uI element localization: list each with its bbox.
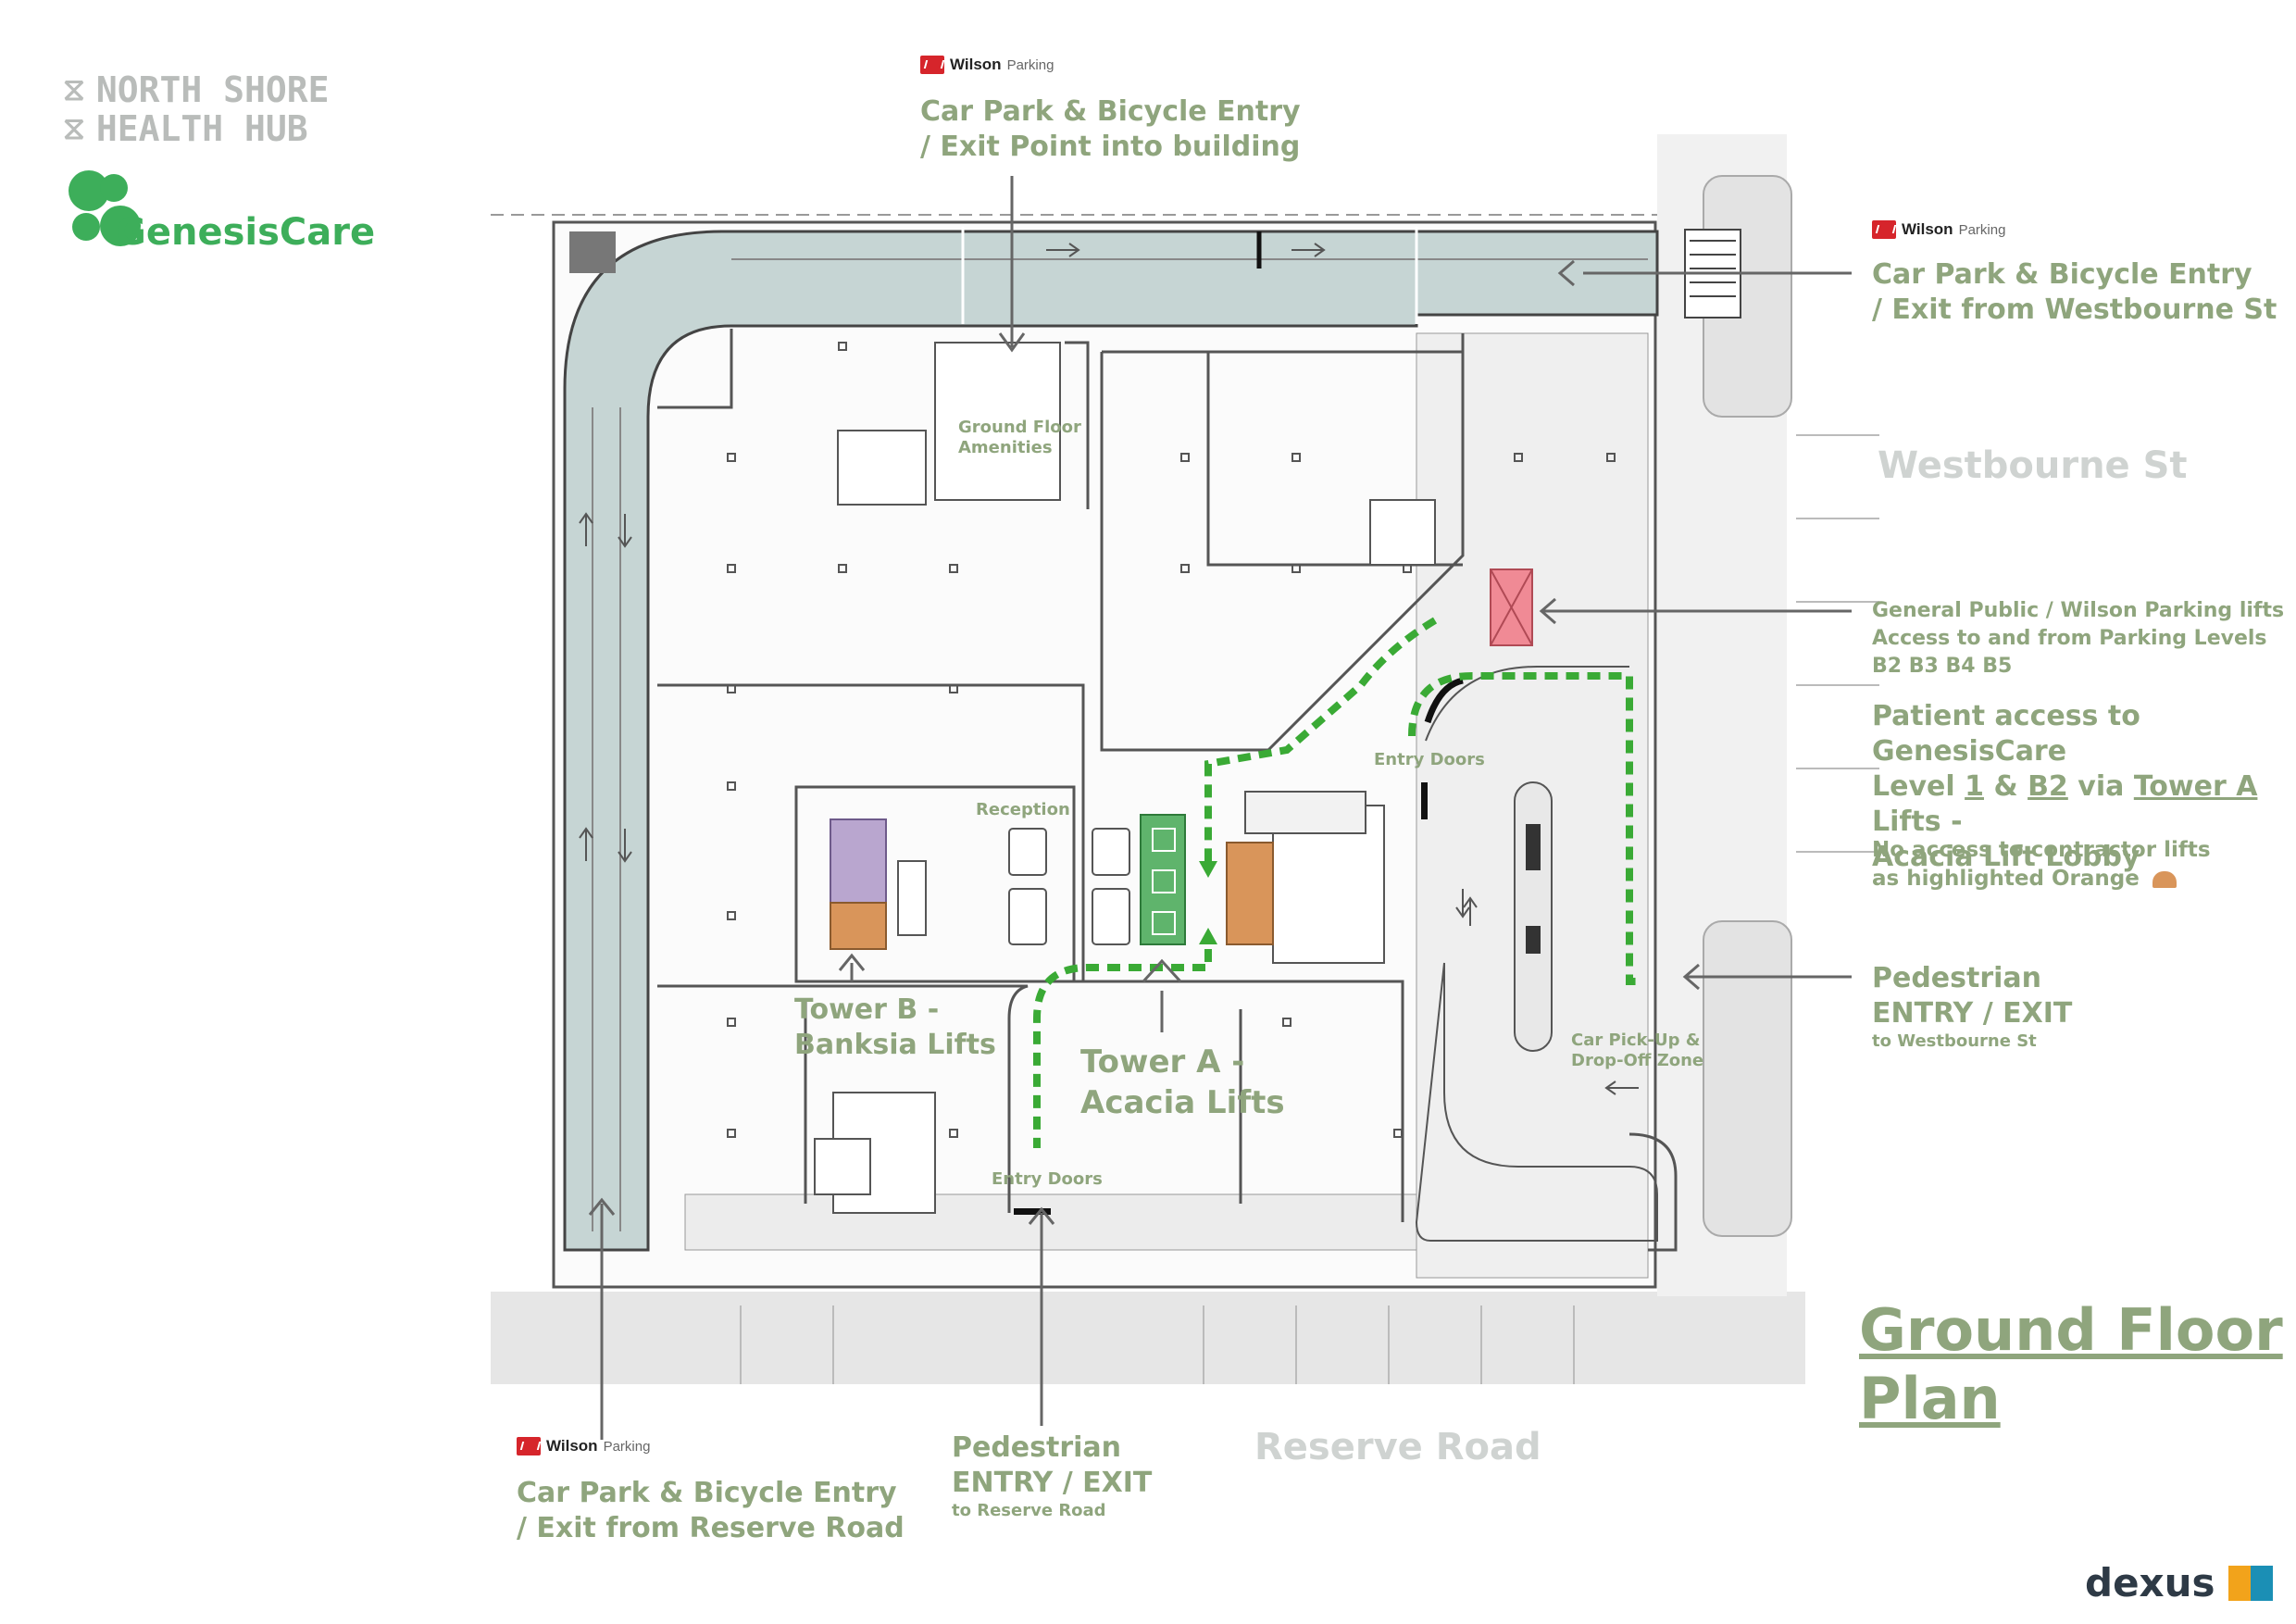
- tower-a-lifts: [1140, 814, 1186, 945]
- wilson-logo-icon: [1872, 220, 1896, 239]
- north-shore-health-hub-logo: ⧖⧖ NORTH SHORE HEALTH HUB: [63, 70, 330, 148]
- dexus-logo: dexus: [2085, 1560, 2273, 1605]
- pickup-zone-label: Car Pick-Up & Drop-Off Zone: [1571, 1031, 1704, 1070]
- reception-label: Reception: [976, 800, 1070, 819]
- tower-a-contractor-lifts: [1226, 842, 1274, 945]
- top-entry-callout: Car Park & Bicycle Entry / Exit Point in…: [920, 95, 1301, 163]
- tower-a-label: Tower A - Acacia Lifts: [1080, 1043, 1285, 1121]
- reserve-road-area: [491, 1292, 1805, 1384]
- contractor-lifts-callout: No access to contractor lifts as highlig…: [1872, 838, 2211, 891]
- entry-doors-east-label: Entry Doors: [1374, 750, 1485, 769]
- traffic-arrows: [579, 243, 1639, 1095]
- westbourne-st-label: Westbourne St: [1878, 444, 2188, 487]
- east-kerb-2: [1703, 920, 1792, 1237]
- contractor-hardhat-icon: [2152, 870, 2177, 888]
- page-title: Ground Floor Plan: [1859, 1296, 2283, 1432]
- wilson-parking-logo-top: Wilson Parking: [920, 56, 1054, 74]
- genesiscare-mark-icon: [69, 170, 141, 246]
- pedestrian-westbourne-callout: Pedestrian ENTRY / EXIT to Westbourne St: [1872, 962, 2073, 1051]
- wilson-logo-icon: [517, 1437, 541, 1455]
- reserve-entry-callout: Car Park & Bicycle Entry / Exit from Res…: [517, 1477, 905, 1544]
- dexus-mark-icon: [2227, 1565, 2273, 1601]
- parking-bays-east: [1796, 434, 1879, 853]
- dna-icon: ⧖⧖: [63, 71, 85, 147]
- entry-doors-south-label: Entry Doors: [992, 1169, 1103, 1189]
- parking-bays-south: [740, 1305, 1575, 1384]
- wilson-parking-logo-west: Wilson Parking: [1872, 220, 2005, 239]
- pedestrian-reserve-callout: Pedestrian ENTRY / EXIT to Reserve Road: [952, 1431, 1153, 1520]
- wilson-logo-icon: [920, 56, 944, 74]
- tower-b-contractor-lift: [830, 902, 887, 950]
- reserve-road-label: Reserve Road: [1254, 1426, 1541, 1468]
- patient-access-callout: Patient access to GenesisCare Level 1 & …: [1872, 700, 2258, 873]
- callout-lines: [600, 176, 1852, 1440]
- amenities-label: Ground Floor Amenities: [958, 418, 1081, 457]
- driveway-ramp: [563, 230, 1659, 1252]
- genesiscare-wordmark: GenesisCare: [116, 211, 376, 254]
- westbourne-entry-callout: Car Park & Bicycle Entry / Exit from Wes…: [1872, 258, 2277, 326]
- hub-line2: HEALTH HUB: [95, 108, 308, 149]
- genesiscare-logo: [63, 167, 146, 250]
- pickup-loop: [1415, 962, 1658, 1242]
- tower-b-label: Tower B - Banksia Lifts: [794, 993, 996, 1061]
- pickup-island: [1514, 781, 1553, 1052]
- accessible-path: [1033, 617, 1643, 1148]
- hub-line1: NORTH SHORE: [95, 69, 330, 110]
- wilson-lifts-callout: General Public / Wilson Parking lifts Ac…: [1872, 599, 2285, 678]
- column-markers: [727, 342, 1616, 1138]
- tower-b-purple-lifts: [830, 818, 887, 904]
- wilson-parking-logo-reserve: Wilson Parking: [517, 1437, 650, 1455]
